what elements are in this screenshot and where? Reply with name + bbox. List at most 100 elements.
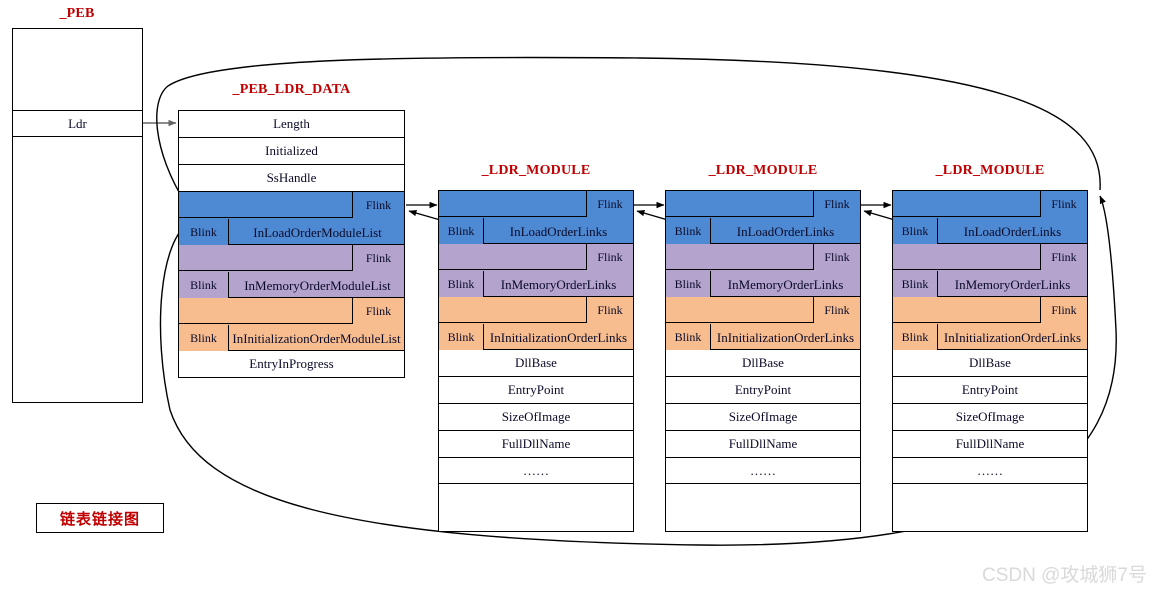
watermark: CSDN @攻城狮7号 (982, 565, 1147, 586)
ldr-module-1-inloadorder-flink[interactable]: Flink (586, 191, 633, 217)
ldr-module-2-inmemoryorder-flink[interactable]: Flink (813, 244, 860, 270)
ldr-module-2-inmemoryorder-block[interactable]: Flink Blink InMemoryOrderLinks (666, 244, 860, 297)
ldr-module-3-title: _LDR_MODULE (935, 163, 1045, 178)
ldr-module-3-ininitorder-flink[interactable]: Flink (1040, 297, 1087, 323)
peb-ldr-row-initialized-label: Initialized (265, 143, 318, 158)
ldr-module-1-ininitorder-flink[interactable]: Flink (586, 297, 633, 323)
ldr-module-3-ininitorder-blink-label: Blink (901, 329, 929, 344)
ldr-module-2-title: _LDR_MODULE (708, 163, 818, 178)
ldr-module-2-ininitorder-blink[interactable]: Blink (666, 324, 711, 350)
ldr-module-1-row-entrypoint-label: EntryPoint (507, 382, 565, 397)
ldr-module-3-inmemoryorder-block[interactable]: Flink Blink InMemoryOrderLinks (893, 244, 1087, 297)
ldr-module-3-row-dllbase-label: DllBase (969, 355, 1011, 370)
peb-ldr-inloadorder-flink[interactable]: Flink (352, 192, 404, 218)
peb-row-ldr-label: Ldr (68, 115, 87, 131)
ldr-module-1-inmemoryorder-blink[interactable]: Blink (439, 271, 484, 297)
peb-ldr-row-sshandle: SsHandle (179, 165, 404, 192)
ldr-module-2-inloadorder-blink[interactable]: Blink (666, 218, 711, 244)
ldr-module-1-ininitorder-blink[interactable]: Blink (439, 324, 484, 350)
ldr-module-2-row-entrypoint: EntryPoint (666, 377, 860, 404)
ldr-module-2-ininitorder-flink[interactable]: Flink (813, 297, 860, 323)
ldr-module-1-row-ellipsis-label: …… (523, 462, 549, 478)
peb-ldr-data-title: _PEB_LDR_DATA (232, 82, 351, 97)
ldr-module-2-row-sizeofimage-label: SizeOfImage (728, 409, 798, 424)
legend-box: 链表链接图 (36, 503, 164, 533)
peb-ldr-inloadorder-block[interactable]: Flink Blink InLoadOrderModuleList (179, 192, 404, 245)
ldr-module-3-inmemoryorder-flink[interactable]: Flink (1040, 244, 1087, 270)
ldr-module-1-row-dllbase: DllBase (439, 350, 633, 377)
ldr-module-1-row-fulldllname-label: FullDllName (501, 436, 571, 451)
ldr-module-3-row-sizeofimage-label: SizeOfImage (955, 409, 1025, 424)
ldr-module-3-ininitorder-blink[interactable]: Blink (893, 324, 938, 350)
ldr-module-3-inloadorder-block[interactable]: Flink Blink InLoadOrderLinks (893, 191, 1087, 244)
ldr-module-3-row-entrypoint: EntryPoint (893, 377, 1087, 404)
ldr-module-1-inloadorder-block[interactable]: Flink Blink InLoadOrderLinks (439, 191, 633, 244)
peb-row-empty-top (13, 29, 142, 111)
ldr-module-2-inloadorder-blink-label: Blink (674, 223, 702, 238)
ldr-module-3-inloadorder-flink[interactable]: Flink (1040, 191, 1087, 217)
ldr-module-1-inmemoryorder-block[interactable]: Flink Blink InMemoryOrderLinks (439, 244, 633, 297)
ldr-module-2-inmemoryorder-blink[interactable]: Blink (666, 271, 711, 297)
ldr-module-2-row-sizeofimage: SizeOfImage (666, 404, 860, 431)
ldr-module-2-ininitorder-block[interactable]: Flink Blink InInitializationOrderLinks (666, 297, 860, 350)
ldr-module-2-inmemoryorder-blink-label: Blink (674, 276, 702, 291)
peb-ldr-inmemoryorder-flink[interactable]: Flink (352, 245, 404, 271)
legend-label: 链表链接图 (59, 510, 140, 528)
ldr-module-1-inloadorder-blink[interactable]: Blink (439, 218, 484, 244)
ldr-module-2-box: Flink Blink InLoadOrderLinks Flink Blink… (665, 190, 861, 532)
ldr-module-3-row-ellipsis-label: …… (977, 462, 1003, 478)
peb-ldr-row-length: Length (179, 111, 404, 138)
ldr-module-2-row-empty (666, 484, 860, 531)
ldr-module-3-row-fulldllname-label: FullDllName (955, 436, 1025, 451)
ldr-module-1-inmemoryorder-blink-label: Blink (447, 276, 475, 291)
peb-row-empty-bottom (13, 137, 142, 402)
ldr-module-1-row-empty (439, 484, 633, 531)
ldr-module-3-inmemoryorder-blink-label: Blink (901, 276, 929, 291)
ldr-module-3-inmemoryorder-flink-label: Flink (1051, 249, 1077, 264)
peb-box: Ldr (12, 28, 143, 403)
ldr-module-1-row-ellipsis: …… (439, 458, 633, 484)
ldr-module-3-row-sizeofimage: SizeOfImage (893, 404, 1087, 431)
ldr-module-3-inloadorder-blink-label: Blink (901, 223, 929, 238)
peb-ldr-inmemoryorder-blink[interactable]: Blink (179, 272, 229, 298)
peb-ldr-ininitorder-flink[interactable]: Flink (352, 298, 404, 324)
ldr-module-2-row-entrypoint-label: EntryPoint (734, 382, 792, 397)
peb-ldr-inloadorder-blink-label: Blink (190, 224, 217, 239)
peb-ldr-data-box: Length Initialized SsHandle Flink Blink … (178, 110, 405, 378)
peb-ldr-ininitorder-blink[interactable]: Blink (179, 325, 229, 351)
peb-ldr-inloadorder-blink[interactable]: Blink (179, 219, 229, 245)
ldr-module-2-inloadorder-flink[interactable]: Flink (813, 191, 860, 217)
peb-ldr-ininitorder-flink-label: Flink (365, 303, 392, 318)
peb-ldr-inmemoryorder-block[interactable]: Flink Blink InMemoryOrderModuleList (179, 245, 404, 298)
ldr-module-1-box: Flink Blink InLoadOrderLinks Flink Blink… (438, 190, 634, 532)
ldr-module-1-ininitorder-blink-label: Blink (447, 329, 475, 344)
ldr-module-3-row-empty (893, 484, 1087, 531)
peb-title: _PEB (59, 6, 95, 21)
ldr-module-3-inloadorder-blink[interactable]: Blink (893, 218, 938, 244)
ldr-module-2-row-fulldllname-label: FullDllName (728, 436, 798, 451)
peb-ldr-ininitorder-block[interactable]: Flink Blink InInitializationOrderModuleL… (179, 298, 404, 351)
ldr-module-3-row-ellipsis: …… (893, 458, 1087, 484)
ldr-module-2-inloadorder-block[interactable]: Flink Blink InLoadOrderLinks (666, 191, 860, 244)
ldr-module-1-inloadorder-flink-label: Flink (597, 196, 623, 211)
ldr-module-3-box: Flink Blink InLoadOrderLinks Flink Blink… (892, 190, 1088, 532)
peb-ldr-row-initialized: Initialized (179, 138, 404, 165)
ldr-module-1-inmemoryorder-flink[interactable]: Flink (586, 244, 633, 270)
ldr-module-2-row-dllbase: DllBase (666, 350, 860, 377)
peb-ldr-inmemoryorder-flink-label: Flink (365, 250, 392, 265)
ldr-module-3-ininitorder-flink-label: Flink (1051, 302, 1077, 317)
ldr-module-3-inmemoryorder-blink[interactable]: Blink (893, 271, 938, 297)
ldr-module-1-inloadorder-blink-label: Blink (447, 223, 475, 238)
ldr-module-1-row-sizeofimage-label: SizeOfImage (501, 409, 571, 424)
ldr-module-3-row-dllbase: DllBase (893, 350, 1087, 377)
ldr-module-3-ininitorder-block[interactable]: Flink Blink InInitializationOrderLinks (893, 297, 1087, 350)
peb-row-ldr[interactable]: Ldr (13, 111, 142, 137)
ldr-module-3-row-entrypoint-label: EntryPoint (961, 382, 1019, 397)
ldr-module-3-row-fulldllname: FullDllName (893, 431, 1087, 458)
peb-ldr-row-entryinprogress: EntryInProgress (179, 351, 404, 377)
ldr-module-1-ininitorder-block[interactable]: Flink Blink InInitializationOrderLinks (439, 297, 633, 350)
ldr-module-1-inmemoryorder-flink-label: Flink (597, 249, 623, 264)
peb-ldr-row-length-label: Length (273, 116, 310, 131)
ldr-module-2-row-fulldllname: FullDllName (666, 431, 860, 458)
